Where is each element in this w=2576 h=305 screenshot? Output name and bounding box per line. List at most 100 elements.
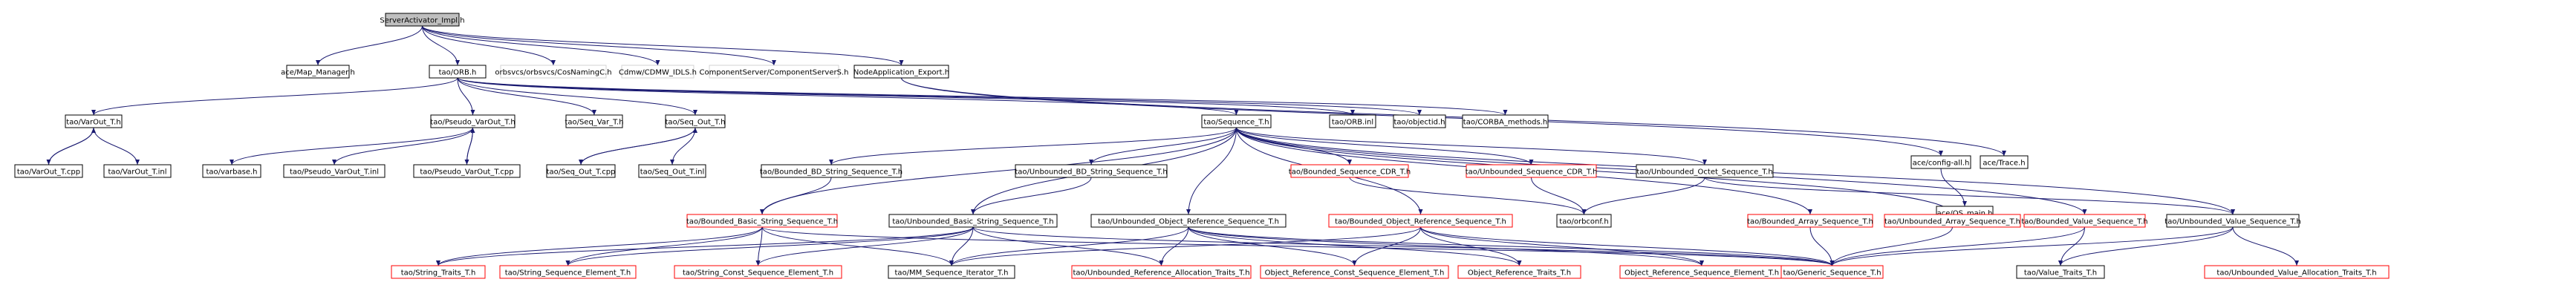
graph-edge bbox=[1581, 177, 1705, 215]
node-label: tao/Value_Traits_T.h bbox=[2024, 269, 2097, 278]
graph-node-string-const-seq-elem[interactable]: tao/String_Const_Sequence_Element_T.h bbox=[674, 265, 842, 279]
graph-node-pseudo-inl[interactable]: tao/Pseudo_VarOut_T.inl bbox=[283, 164, 386, 178]
node-label: tao/Seq_Var_T.h bbox=[565, 119, 623, 127]
graph-edge bbox=[761, 226, 954, 266]
graph-node-unbounded-ref-alloc[interactable]: tao/Unbounded_Reference_Allocation_Trait… bbox=[1071, 265, 1252, 279]
graph-node-ace-map[interactable]: ace/Map_Manager.h bbox=[281, 65, 355, 79]
node-box bbox=[499, 265, 637, 279]
graph-node-bounded-objref[interactable]: tao/Bounded_Object_Reference_Sequence_T.… bbox=[1328, 214, 1513, 228]
graph-node-varout-inl[interactable]: tao/VarOut_T.inl bbox=[103, 164, 172, 178]
graph-node-unbounded-array[interactable]: tao/Unbounded_Array_Sequence_T.h bbox=[1884, 214, 2021, 228]
node-box bbox=[1462, 114, 1549, 128]
graph-node-varout-cpp[interactable]: tao/VarOut_T.cpp bbox=[14, 164, 83, 178]
graph-node-nodeapp[interactable]: NodeApplication_Export.h bbox=[853, 65, 949, 79]
graph-node-unbounded-value-alloc[interactable]: tao/Unbounded_Value_Allocation_Traits_T.… bbox=[2204, 265, 2390, 279]
graph-node-pseudo-varout[interactable]: tao/Pseudo_VarOut_T.h bbox=[430, 114, 515, 128]
graph-node-ace-trace[interactable]: ace/Trace.h bbox=[1980, 155, 2029, 169]
graph-node-unbounded-bd[interactable]: tao/Unbounded_BD_String_Sequence_T.h bbox=[1015, 164, 1168, 178]
graph-edge bbox=[949, 226, 1189, 266]
graph-node-unbounded-value[interactable]: tao/Unbounded_Value_Sequence_T.h bbox=[2164, 214, 2301, 228]
graph-node-string-seq-elem[interactable]: tao/String_Sequence_Element_T.h bbox=[499, 265, 637, 279]
node-label: tao/VarOut_T.inl bbox=[108, 168, 167, 177]
graph-node-varbase[interactable]: tao/varbase.h bbox=[202, 164, 261, 178]
graph-edge bbox=[1159, 226, 1189, 266]
node-box bbox=[430, 114, 515, 128]
graph-node-seq-out-cpp[interactable]: tao/Seq_Out_T.cpp bbox=[546, 164, 616, 178]
graph-node-pseudo-cpp[interactable]: tao/Pseudo_VarOut_T.cpp bbox=[413, 164, 521, 178]
graph-node-corba-methods[interactable]: tao/CORBA_methods.h bbox=[1462, 114, 1549, 128]
graph-node-bounded-value[interactable]: tao/Bounded_Value_Sequence_T.h bbox=[2021, 214, 2148, 228]
node-label: tao/Unbounded_Reference_Allocation_Trait… bbox=[1073, 269, 1249, 278]
node-box bbox=[1910, 155, 1971, 169]
graph-node-unbounded-objref[interactable]: tao/Unbounded_Object_Reference_Sequence_… bbox=[1090, 214, 1287, 228]
graph-edge bbox=[1236, 127, 1534, 165]
node-label: tao/Sequence_T.h bbox=[1203, 119, 1269, 127]
graph-edge bbox=[457, 77, 1355, 116]
graph-node-seq-out[interactable]: tao/Seq_Out_T.h bbox=[665, 114, 726, 128]
node-label: tao/Seq_Out_T.cpp bbox=[547, 168, 616, 177]
node-box bbox=[14, 164, 83, 178]
graph-node-sequence[interactable]: tao/Sequence_T.h bbox=[1201, 114, 1272, 128]
graph-node-seq-out-inl[interactable]: tao/Seq_Out_T.inl bbox=[638, 164, 706, 178]
node-label: tao/String_Traits_T.h bbox=[401, 269, 476, 278]
graph-node-generic-seq[interactable]: tao/Generic_Sequence_T.h bbox=[1780, 265, 1884, 279]
node-label: ace/Trace.h bbox=[1983, 160, 2025, 168]
graph-node-string-traits[interactable]: tao/String_Traits_T.h bbox=[391, 265, 486, 279]
graph-edge bbox=[1420, 226, 1835, 266]
graph-edge bbox=[829, 127, 1237, 165]
graph-node-bounded-bd[interactable]: tao/Bounded_BD_String_Sequence_T.h bbox=[760, 164, 902, 178]
graph-node-orbconf[interactable]: tao/orbconf.h bbox=[1556, 214, 1612, 228]
graph-node-varout[interactable]: tao/VarOut_T.h bbox=[65, 114, 123, 128]
node-label: ComponentServer/ComponentServerS.h bbox=[700, 69, 849, 77]
graph-node-tao-orb[interactable]: tao/ORB.h bbox=[429, 65, 487, 79]
graph-node-bounded-seq-cdr[interactable]: tao/Bounded_Sequence_CDR_T.h bbox=[1289, 164, 1411, 178]
node-box bbox=[1328, 214, 1513, 228]
node-box bbox=[565, 114, 623, 128]
graph-node-unbounded-octet[interactable]: tao/Unbounded_Octet_Sequence_T.h bbox=[1636, 164, 1774, 178]
graph-edge bbox=[48, 127, 96, 165]
node-label: Object_Reference_Traits_T.h bbox=[1468, 269, 1571, 278]
graph-node-root[interactable]: ServerActivator_Impl.h bbox=[380, 13, 465, 27]
graph-node-seq-var[interactable]: tao/Seq_Var_T.h bbox=[565, 114, 624, 128]
graph-edge bbox=[670, 127, 696, 165]
node-label: tao/MM_Sequence_Iterator_T.h bbox=[895, 269, 1009, 278]
node-box bbox=[103, 164, 172, 178]
graph-edge bbox=[1420, 226, 1704, 266]
node-box bbox=[686, 214, 838, 228]
graph-edge bbox=[1704, 177, 2235, 215]
graph-node-objref-traits[interactable]: Object_Reference_Traits_T.h bbox=[1457, 265, 1581, 279]
node-box bbox=[413, 164, 521, 178]
graph-node-unbounded-seq-cdr[interactable]: tao/Unbounded_Sequence_CDR_T.h bbox=[1466, 164, 1598, 178]
graph-edge bbox=[422, 25, 556, 66]
graph-edge bbox=[949, 226, 1421, 266]
node-label: tao/VarOut_T.h bbox=[66, 119, 120, 127]
node-label: Cdmw/CDMW_IDLS.h bbox=[619, 69, 697, 77]
graph-node-cosnaming[interactable]: orbsvcs/orbsvcs/CosNamingC.h bbox=[495, 65, 612, 79]
graph-node-bounded-array[interactable]: tao/Bounded_Array_Sequence_T.h bbox=[1747, 214, 1873, 228]
graph-node-value-traits[interactable]: tao/Value_Traits_T.h bbox=[2016, 265, 2105, 279]
graph-edge bbox=[565, 226, 974, 266]
edges-layer bbox=[46, 25, 2299, 266]
graph-node-bounded-basic[interactable]: tao/Bounded_Basic_String_Sequence_T.h bbox=[686, 214, 838, 228]
graph-node-orb-inl[interactable]: tao/ORB.inl bbox=[1329, 114, 1376, 128]
graph-node-mm-seq-iter[interactable]: tao/MM_Sequence_Iterator_T.h bbox=[888, 265, 1015, 279]
graph-node-objectid[interactable]: tao/objectid.h bbox=[1393, 114, 1446, 128]
node-box bbox=[385, 13, 460, 27]
graph-edge bbox=[1188, 226, 1522, 266]
graph-node-objref-const-elem[interactable]: Object_Reference_Const_Sequence_Element_… bbox=[1260, 265, 1449, 279]
graph-edge bbox=[422, 25, 660, 66]
graph-node-objref-seq-elem[interactable]: Object_Reference_Sequence_Element_T.h bbox=[1619, 265, 1784, 279]
graph-node-cdmw[interactable]: Cdmw/CDMW_IDLS.h bbox=[619, 65, 697, 79]
node-box bbox=[286, 65, 350, 79]
graph-node-config-all[interactable]: ace/config-all.h bbox=[1910, 155, 1971, 169]
graph-node-compserv[interactable]: ComponentServer/ComponentServerS.h bbox=[700, 65, 849, 79]
node-box bbox=[1090, 214, 1287, 228]
node-label: Object_Reference_Const_Sequence_Element_… bbox=[1265, 269, 1445, 278]
node-box bbox=[546, 164, 616, 178]
node-label: tao/varbase.h bbox=[206, 168, 257, 177]
graph-node-unbounded-basic[interactable]: tao/Unbounded_Basic_String_Sequence_T.h bbox=[888, 214, 1058, 228]
graph-edge bbox=[2058, 226, 2085, 266]
node-box bbox=[1466, 164, 1597, 178]
node-label: tao/objectid.h bbox=[1394, 119, 1445, 127]
